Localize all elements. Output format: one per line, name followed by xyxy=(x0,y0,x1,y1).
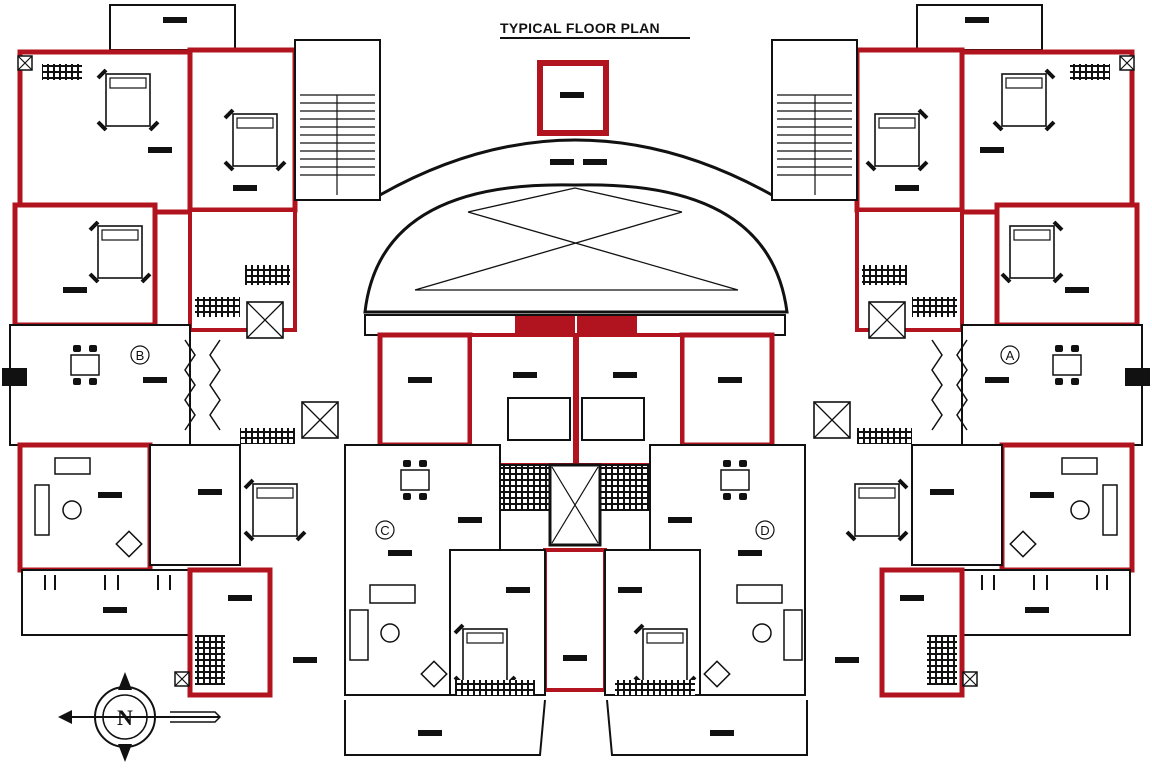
unit-label-c: C xyxy=(375,520,395,540)
unit-label-d: D xyxy=(755,520,775,540)
unit-label-a: A xyxy=(1000,345,1020,365)
north-arrow-letter: N xyxy=(117,705,133,730)
centre-core xyxy=(344,60,808,756)
right-wing xyxy=(771,4,1150,698)
left-wing xyxy=(2,4,381,698)
svg-text:D: D xyxy=(760,523,769,538)
svg-text:C: C xyxy=(380,523,389,538)
svg-text:A: A xyxy=(1006,348,1015,363)
unit-label-b: B xyxy=(130,345,150,365)
plan-title: TYPICAL FLOOR PLAN xyxy=(500,20,690,39)
north-arrow-icon: N xyxy=(58,672,222,762)
svg-text:B: B xyxy=(136,348,145,363)
